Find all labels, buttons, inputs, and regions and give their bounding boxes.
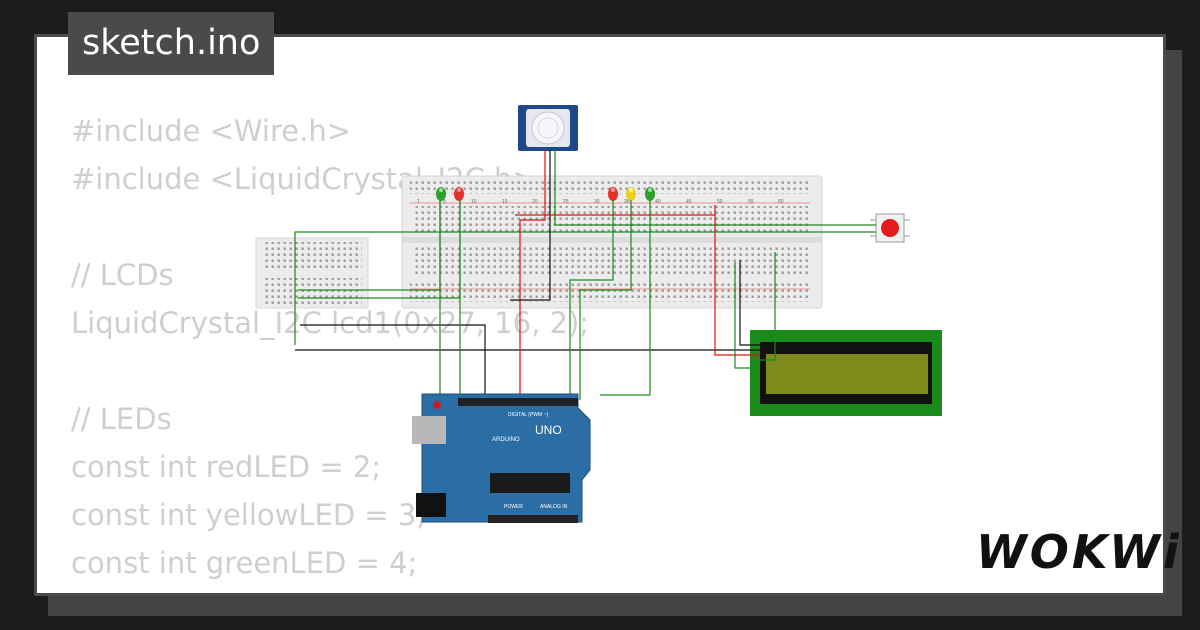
breadboard-number: 20 <box>532 199 538 205</box>
breadboard-number: 25 <box>563 199 569 205</box>
code-line: #include <Wire.h> <box>71 114 352 148</box>
mini-breadboard <box>255 237 369 309</box>
breadboard-number: 1 <box>417 199 420 205</box>
breadboard-number: 55 <box>748 199 754 205</box>
lcd-display <box>750 330 942 416</box>
breadboard-number: 40 <box>655 199 661 205</box>
breadboard-number: 50 <box>717 199 723 205</box>
sketch-title: sketch.ino <box>68 12 275 75</box>
code-line: // LCDs <box>71 258 174 292</box>
arduino-power-label: POWER <box>504 504 523 510</box>
breadboard-number: 30 <box>594 199 600 205</box>
wokwi-logo: WOKWi <box>976 525 1182 579</box>
push-button <box>870 213 910 243</box>
arduino-analog-label: ANALOG IN <box>540 504 568 510</box>
wires <box>294 150 876 405</box>
code-background: #include <Wire.h>#include <LiquidCrystal… <box>71 107 590 593</box>
breadboard: 1 5 10 15 20 25 30 35 40 45 50 55 60 <box>401 175 823 309</box>
arduino-brand: ARDUINO <box>492 437 520 443</box>
breadboard-number: 10 <box>471 199 477 205</box>
breadboard-number: 5 <box>443 199 446 205</box>
led-yellow <box>626 187 636 201</box>
breadboard-number: 35 <box>624 199 630 205</box>
preview-card: #include <Wire.h>#include <LiquidCrystal… <box>34 34 1166 596</box>
code-line: // LEDs <box>71 402 172 436</box>
breadboard-number: 60 <box>778 199 784 205</box>
code-line: LiquidCrystal_I2C lcd1(0x27, 16, 2); <box>71 306 590 340</box>
code-line: const int greenLED = 4; <box>71 546 418 580</box>
led-red-2 <box>608 187 618 201</box>
arduino-uno: DIGITAL (PWM ~) ARDUINO UNO POWER ANALOG… <box>412 393 591 523</box>
breadboard-number: 45 <box>686 199 692 205</box>
breadboard-number: 15 <box>502 199 508 205</box>
led-green-2 <box>645 187 655 201</box>
led-red-1 <box>454 187 464 201</box>
arduino-digital-label: DIGITAL (PWM ~) <box>508 412 548 418</box>
arduino-model: UNO <box>535 423 562 437</box>
pir-sensor <box>518 105 578 151</box>
led-green-1 <box>436 187 446 201</box>
code-line: const int redLED = 2; <box>71 450 382 484</box>
